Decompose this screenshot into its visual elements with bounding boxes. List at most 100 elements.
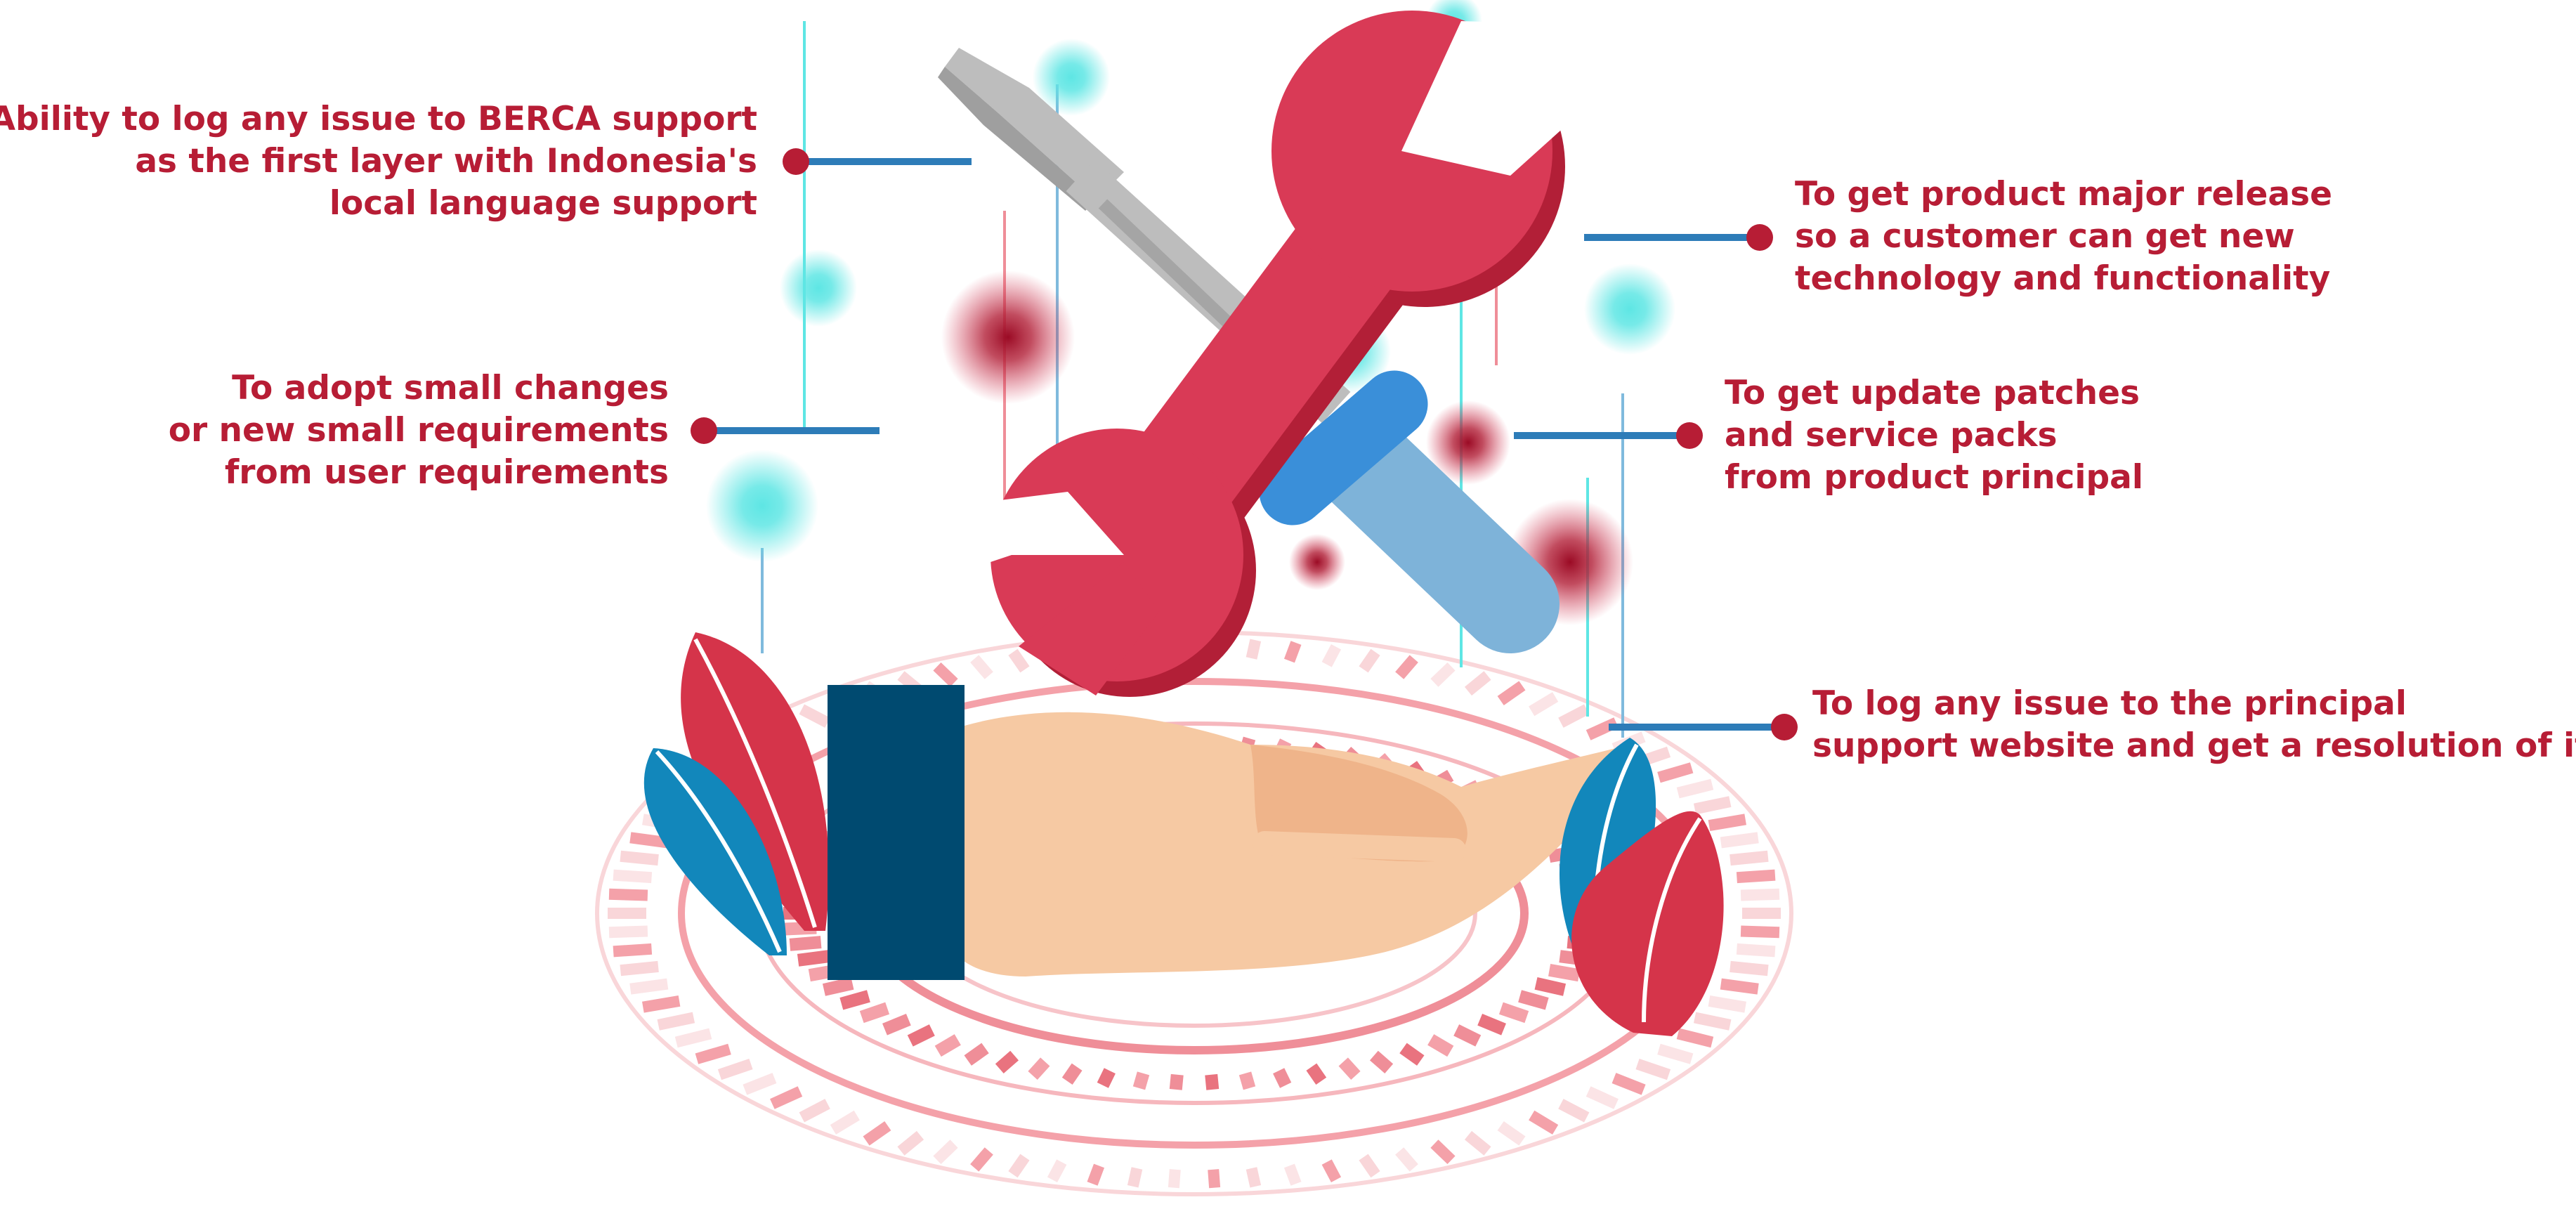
ring-tick	[1518, 990, 1549, 1010]
ring-tick	[1708, 995, 1746, 1013]
ring-tick	[608, 925, 648, 939]
ring-tick	[1283, 641, 1302, 663]
ring-tick	[933, 1139, 958, 1165]
ring-tick	[1693, 1012, 1732, 1031]
ring-tick	[907, 1024, 935, 1047]
ring-tick	[1477, 1014, 1506, 1036]
ring-tick	[859, 1002, 890, 1024]
ring-tick	[1464, 671, 1491, 696]
callout-line: support website and get a resolution of …	[1812, 726, 2576, 765]
ring-tick	[613, 943, 653, 958]
ring-tick	[1321, 1159, 1342, 1182]
ring-tick	[1693, 796, 1732, 815]
ring-tick	[1497, 1121, 1526, 1146]
ring-tick	[1427, 1034, 1454, 1057]
ring-tick	[1097, 1068, 1116, 1088]
ring-tick	[822, 977, 854, 996]
ring-tick	[1529, 692, 1559, 717]
ring-tick	[1205, 1073, 1220, 1090]
ring-tick	[1359, 648, 1380, 673]
wrench-icon	[927, 11, 1581, 697]
callout-line: and service packs	[1725, 416, 2058, 455]
ring-tick	[1283, 1163, 1302, 1186]
ring-tick	[1338, 1057, 1361, 1080]
ring-tick	[613, 869, 653, 884]
hand-icon	[828, 685, 1631, 980]
connector-dot	[783, 148, 809, 175]
ring-tick	[657, 1012, 695, 1031]
connector-dot	[1746, 224, 1773, 251]
ring-tick	[1430, 662, 1456, 687]
ring-tick	[770, 1086, 803, 1109]
ring-tick	[1558, 1099, 1590, 1123]
ring-tick	[1245, 1167, 1262, 1188]
ring-tick	[1740, 888, 1780, 901]
callout-line: To get product major release	[1795, 175, 2332, 214]
ring-tick	[1708, 814, 1746, 832]
ring-tick	[934, 1034, 961, 1057]
ring-tick	[1676, 778, 1714, 799]
ring-tick	[1657, 762, 1694, 783]
ring-tick	[995, 1050, 1019, 1073]
callout-line: To log any issue to the principal	[1812, 684, 2407, 723]
ring-tick	[629, 832, 669, 849]
ring-tick	[1359, 1154, 1380, 1178]
ring-tick	[1529, 1110, 1559, 1135]
ring-tick	[1657, 1043, 1694, 1064]
ring-tick	[1736, 943, 1776, 958]
ring-tick	[1238, 1071, 1256, 1090]
ring-tick	[839, 990, 870, 1010]
ring-tick	[964, 1043, 989, 1066]
ring-tick	[1635, 1058, 1671, 1080]
ring-tick	[1208, 1169, 1221, 1189]
ring-tick	[1399, 1043, 1425, 1066]
ring-tick	[1498, 1002, 1529, 1024]
ring-tick	[1369, 1050, 1394, 1073]
ring-tick	[1168, 1169, 1181, 1189]
connector-dot	[1676, 422, 1703, 449]
ring-tick	[1730, 850, 1769, 866]
ring-tick	[970, 655, 993, 679]
ring-tick	[863, 1121, 891, 1146]
ring-tick	[1740, 925, 1780, 939]
ring-tick	[1306, 1063, 1327, 1085]
ring-tick	[1395, 1147, 1418, 1172]
ring-tick	[1453, 1024, 1482, 1047]
ring-tick	[799, 1099, 830, 1123]
ring-tick	[830, 1110, 860, 1135]
ring-tick	[789, 936, 822, 951]
ring-tick	[1245, 639, 1262, 660]
ring-tick	[695, 1043, 731, 1064]
leaf-icon	[1559, 738, 1724, 1036]
callout-line: as the first layer with Indonesia's	[135, 142, 757, 181]
callout-line: To adopt small changes	[232, 369, 669, 407]
ring-tick	[1132, 1071, 1150, 1090]
callout-line: from product principal	[1725, 458, 2143, 497]
ring-tick	[1720, 978, 1759, 995]
ring-tick	[1558, 704, 1590, 728]
ring-tick	[1047, 1159, 1067, 1182]
callout-principal-support: To log any issue to the principal suppor…	[1812, 683, 2576, 767]
ring-tick	[1395, 655, 1418, 679]
ring-tick	[1676, 1028, 1714, 1048]
ring-tick	[1464, 1130, 1491, 1156]
ring-tick	[717, 1058, 753, 1080]
callout-line: Ability to log any issue to BERCA suppor…	[0, 100, 757, 138]
callout-line: To get update patches	[1725, 374, 2140, 412]
connectors	[691, 148, 1798, 740]
callout-line: so a customer can get new	[1795, 217, 2295, 256]
ring-tick	[1720, 832, 1759, 849]
callout-update-patches: To get update patches and service packs …	[1725, 372, 2143, 499]
leaf-icon	[643, 632, 829, 955]
ring-tick	[1736, 869, 1776, 884]
ring-tick	[882, 1014, 911, 1036]
ring-tick	[1611, 1073, 1646, 1095]
callout-adopt-small-changes: To adopt small changes or new small requ…	[169, 367, 669, 494]
ring-tick	[620, 960, 659, 976]
ring-tick	[1497, 681, 1526, 705]
ring-tick	[1586, 1086, 1619, 1109]
callout-line: or new small requirements	[168, 411, 669, 450]
ring-tick	[620, 850, 659, 866]
ring-tick	[674, 1028, 712, 1048]
